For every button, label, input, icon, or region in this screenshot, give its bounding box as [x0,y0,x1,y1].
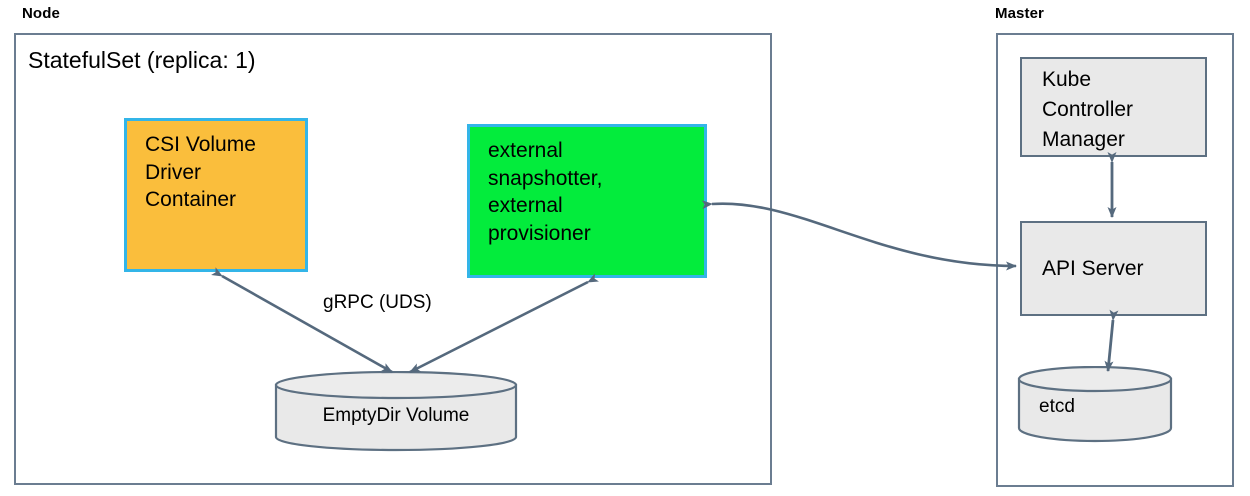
api-server-box[interactable]: API Server [1020,221,1207,316]
etcd-label: etcd [1039,396,1075,417]
cylinder-shape [1017,365,1173,443]
grpc-uds-edge-label: gRPC (UDS) [320,292,435,314]
csi-volume-driver-container-label: CSI Volume Driver Container [145,133,256,212]
csi-volume-driver-container-box[interactable]: CSI Volume Driver Container [124,118,308,272]
external-snapshotter-provisioner-box[interactable]: external snapshotter, external provision… [467,124,707,278]
master-group-label: Master [995,5,1044,22]
api-server-label: API Server [1042,256,1144,280]
kube-controller-manager-box[interactable]: Kube Controller Manager [1020,57,1207,157]
kube-controller-manager-label: Kube Controller Manager [1042,68,1134,151]
cylinder-shape [274,370,518,452]
statefulset-title: StatefulSet (replica: 1) [28,47,256,73]
emptydir-volume-label: EmptyDir Volume [322,405,470,426]
emptydir-volume-cylinder[interactable]: EmptyDir Volume [274,370,518,453]
node-group-label: Node [22,5,60,22]
external-snapshotter-provisioner-label: external snapshotter, external provision… [488,139,603,246]
etcd-cylinder[interactable]: etcd [1017,365,1173,444]
